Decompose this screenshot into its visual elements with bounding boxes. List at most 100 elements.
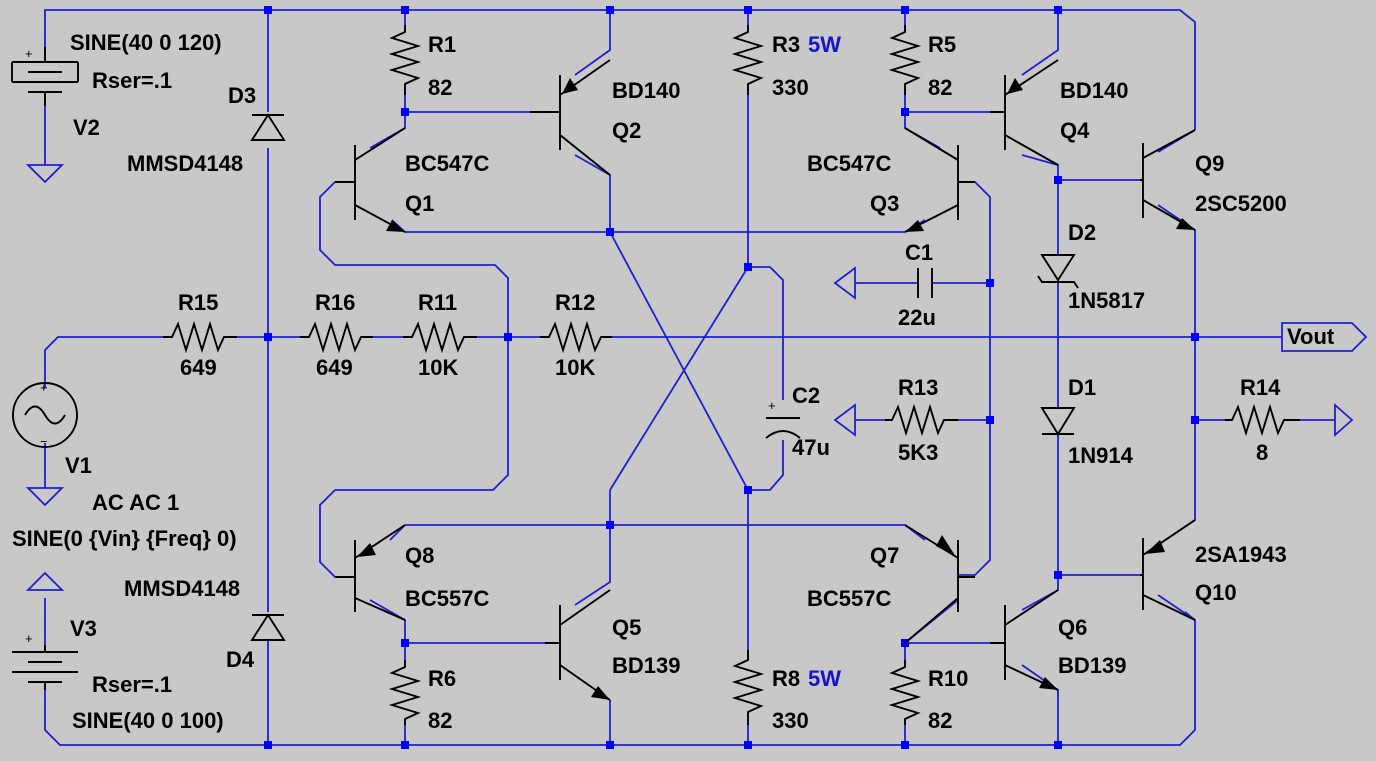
ground-v1-icon (25, 487, 65, 507)
resistor-r8-symbol (731, 650, 765, 725)
q4-model: BD140 (1060, 78, 1128, 103)
q7-model: BC557C (807, 586, 891, 611)
r3-name: R3 (772, 32, 800, 57)
vout-port-icon (1281, 322, 1368, 352)
resistor-r15-symbol (163, 320, 237, 354)
transistor-q9-symbol (1140, 129, 1196, 231)
v1-ac: AC AC 1 (92, 490, 179, 515)
transistor-q7-symbol (904, 524, 975, 644)
source-v1-symbol: + − (12, 380, 78, 449)
d3-name: D3 (228, 83, 256, 108)
transistor-q1-symbol (335, 127, 406, 233)
r13-value: 5K3 (898, 440, 938, 465)
resistor-r13-symbol (885, 403, 958, 437)
transistor-q10-symbol (1140, 519, 1196, 621)
ground-r13-icon (833, 403, 856, 437)
q4-name: Q4 (1060, 118, 1090, 143)
q5-name: Q5 (612, 615, 641, 640)
q3-name: Q3 (870, 191, 899, 216)
r12-name: R12 (555, 290, 595, 315)
v1-plus: + (40, 380, 48, 395)
labels: SINE(40 0 120) Rser=.1 V2 D3 MMSD4148 R1… (12, 30, 1335, 733)
r8-value: 330 (772, 708, 809, 733)
r14-name: R14 (1240, 375, 1281, 400)
diode-d2-symbol (1037, 254, 1079, 289)
v3-rser: Rser=.1 (92, 672, 172, 697)
source-v2-symbol: + (11, 46, 79, 106)
c2-plus: + (768, 398, 776, 413)
ground-r14-icon (1334, 403, 1354, 437)
r1-value: 82 (428, 75, 452, 100)
transistor-q5-symbol (545, 589, 611, 701)
q6-model: BD139 (1058, 653, 1126, 678)
q10-name: Q10 (1195, 580, 1237, 605)
v1-value: SINE(0 {Vin} {Freq} 0) (12, 526, 237, 551)
v2-value: SINE(40 0 120) (70, 30, 222, 55)
diode-d1-symbol (1040, 407, 1076, 436)
q2-model: BD140 (612, 78, 680, 103)
ground-c1-icon (833, 266, 856, 300)
v3-name: V3 (70, 616, 97, 641)
r15-name: R15 (178, 290, 218, 315)
v3-plus: + (25, 631, 33, 646)
q7-name: Q7 (870, 543, 899, 568)
r16-value: 649 (316, 355, 353, 380)
d2-model: 1N5817 (1068, 288, 1145, 313)
r1-name: R1 (428, 32, 456, 57)
r15-value: 649 (180, 355, 217, 380)
diode-d3-symbol (250, 113, 286, 141)
r5-name: R5 (928, 32, 956, 57)
d1-model: 1N914 (1068, 443, 1134, 468)
transistor-q4-symbol (990, 59, 1059, 166)
d4-name: D4 (226, 647, 255, 672)
r10-value: 82 (928, 708, 952, 733)
transistor-q3-symbol (904, 127, 975, 233)
q8-name: Q8 (405, 543, 434, 568)
q10-model: 2SA1943 (1195, 542, 1287, 567)
d3-model: MMSD4148 (127, 151, 243, 176)
r11-value: 10K (418, 355, 458, 380)
resistor-r10-symbol (888, 660, 922, 725)
junctions (264, 6, 1199, 749)
r3-value: 330 (772, 75, 809, 100)
v2-plus: + (25, 46, 33, 61)
c2-name: C2 (792, 383, 820, 408)
r6-name: R6 (428, 666, 456, 691)
diode-d4-symbol (250, 613, 286, 641)
v1-minus: − (40, 434, 48, 449)
r8-name: R8 (772, 666, 800, 691)
capacitor-c2-symbol: + (765, 398, 801, 439)
q8-model: BC557C (405, 586, 489, 611)
r3-power: 5W (808, 32, 841, 57)
source-v3-symbol: + (12, 631, 78, 690)
d2-name: D2 (1068, 220, 1096, 245)
resistor-r1-symbol (388, 25, 422, 95)
q3-model: BC547C (807, 151, 891, 176)
resistor-r14-symbol (1225, 403, 1300, 437)
resistor-r16-symbol (300, 320, 373, 354)
r12-value: 10K (555, 355, 595, 380)
v3-value: SINE(40 0 100) (72, 708, 224, 733)
capacitor-c1-symbol (917, 268, 933, 298)
c1-value: 22u (898, 305, 936, 330)
r10-name: R10 (928, 666, 968, 691)
r6-value: 82 (428, 708, 452, 733)
transistor-q6-symbol (990, 589, 1059, 691)
r11-name: R11 (418, 290, 457, 315)
resistor-r12-symbol (540, 320, 612, 354)
r8-power: 5W (808, 666, 841, 691)
q1-model: BC547C (405, 151, 489, 176)
transistor-q8-symbol (335, 524, 406, 621)
d4-model: MMSD4148 (124, 576, 240, 601)
c2-value: 47u (792, 435, 830, 460)
ground-v3-icon (25, 571, 65, 591)
r5-value: 82 (928, 75, 952, 100)
q9-name: Q9 (1195, 151, 1224, 176)
r16-name: R16 (315, 290, 355, 315)
transistor-q2-symbol (530, 59, 611, 176)
ground-v2-icon (25, 164, 65, 184)
v2-name: V2 (73, 115, 100, 140)
resistor-r3-symbol (731, 25, 765, 95)
v1-name: V1 (65, 453, 92, 478)
